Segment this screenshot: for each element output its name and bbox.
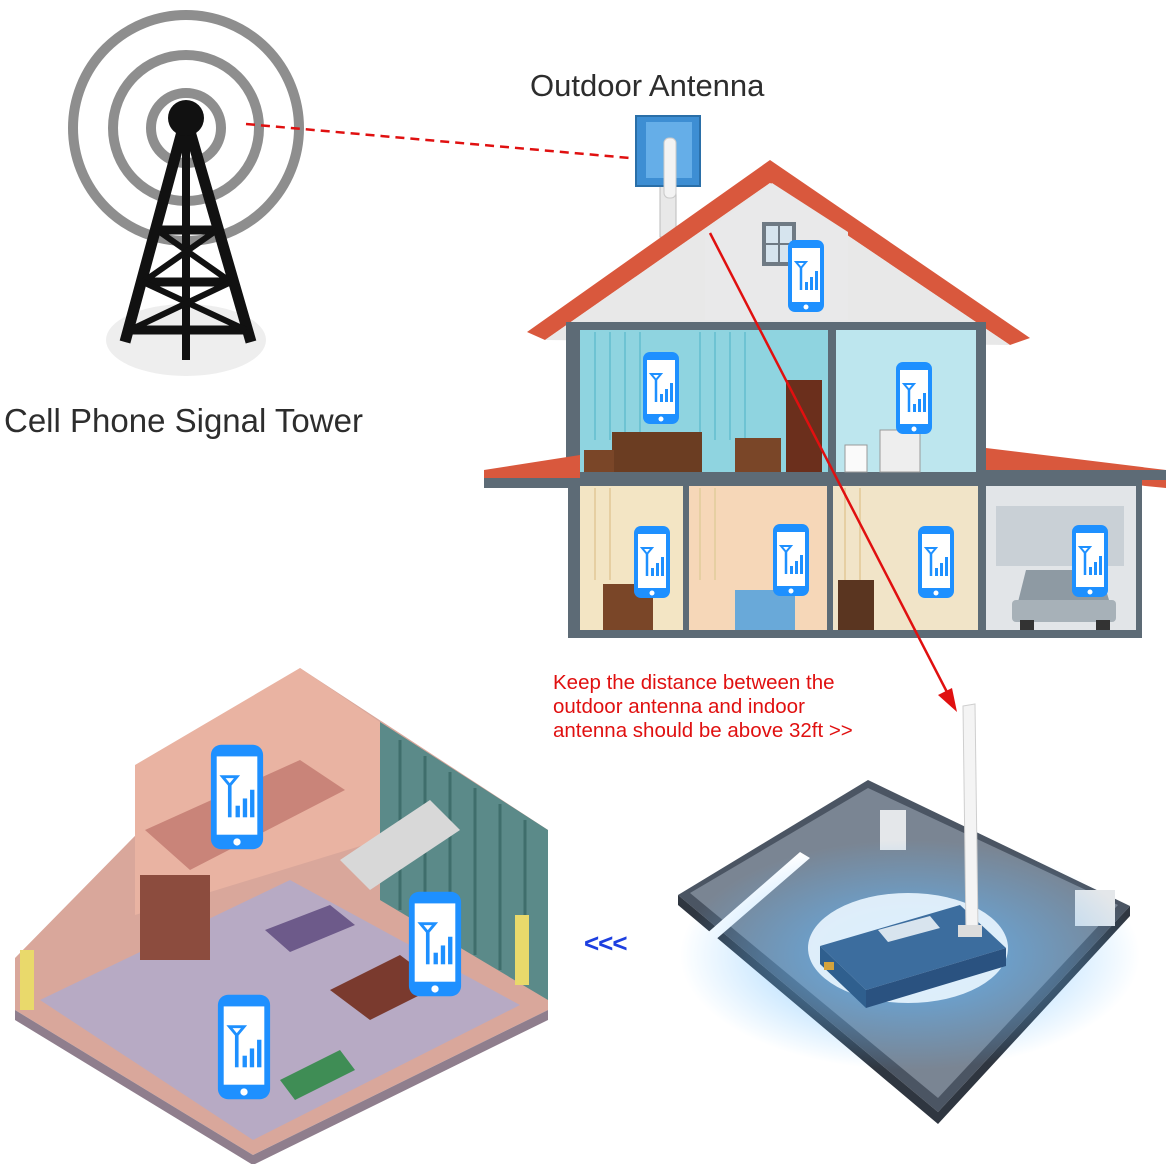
booster-room-illustration (678, 703, 1140, 1124)
whip-antenna-icon (958, 703, 982, 937)
house-illustration (484, 160, 1166, 638)
apartment-illustration (15, 668, 548, 1164)
tower-label: Cell Phone Signal Tower (4, 402, 363, 439)
distance-note-line: antenna should be above 32ft >> (553, 719, 853, 742)
signal-tower-icon (68, 10, 304, 376)
direction-arrows: <<< (584, 928, 628, 958)
distance-note-line: Keep the distance between the (553, 671, 835, 694)
panel-antenna-icon (635, 115, 701, 238)
arrow-head (938, 688, 957, 712)
signal-path-dashed (245, 122, 631, 160)
distance-note-line: outdoor antenna and indoor (553, 695, 805, 718)
signal-path-arrow (708, 232, 951, 697)
outdoor-antenna-label: Outdoor Antenna (530, 68, 765, 103)
distance-note: Keep the distance between the outdoor an… (553, 671, 853, 743)
